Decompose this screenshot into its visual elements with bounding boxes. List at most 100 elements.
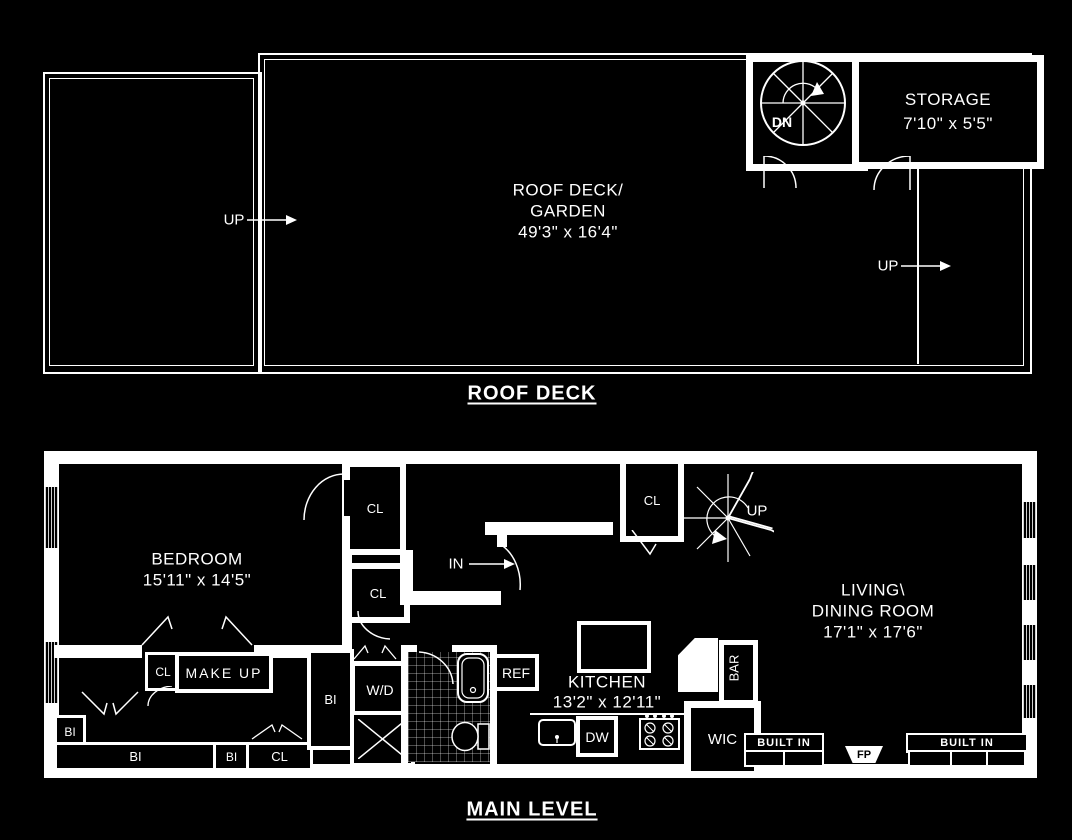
door-swing-icon xyxy=(147,686,173,707)
make-up-label: MAKE UP xyxy=(185,664,263,681)
kitchen-room-dims: 13'2" x 12'11" xyxy=(552,692,662,712)
roof-deck-room-label-1: ROOF DECK/ xyxy=(512,180,624,200)
door-swing-icon xyxy=(418,651,454,685)
closet-label: CL xyxy=(271,749,288,764)
window xyxy=(1023,685,1036,718)
counter-edge xyxy=(530,713,685,715)
make-up-counter: MAKE UP xyxy=(175,652,273,693)
cabinet-cell xyxy=(783,750,824,767)
spiral-stair-icon xyxy=(684,472,774,562)
entry-arrow-icon xyxy=(469,559,515,569)
storage-room-label: STORAGE xyxy=(904,90,992,109)
kitchen-room-label: KITCHEN xyxy=(567,672,647,692)
cabinet-cell xyxy=(744,750,785,767)
built-in-box: BI xyxy=(213,742,250,771)
cabinet-cell xyxy=(908,750,952,767)
up-arrow-icon xyxy=(247,215,297,225)
living-room-label-2: DINING ROOM xyxy=(811,601,935,621)
closet-door-opening xyxy=(632,524,658,530)
roof-deck-main-parapet-inner xyxy=(264,59,1024,366)
roof-deck-main-parapet-outer xyxy=(258,53,1032,374)
wall xyxy=(485,522,613,535)
spiral-stair-icon xyxy=(760,60,846,146)
bar-counter xyxy=(678,638,718,692)
dishwasher-label: DW xyxy=(585,728,609,745)
entry-label: IN xyxy=(448,555,464,573)
built-in-abbr-label: BI xyxy=(225,749,238,764)
wall xyxy=(401,645,417,652)
wall xyxy=(54,645,142,658)
living-room-label-1: LIVING\ xyxy=(841,580,905,600)
roof-deck-left-parapet-outer xyxy=(43,72,262,374)
built-in-label: BUILT IN xyxy=(757,737,811,749)
roof-deck-left-parapet-inner xyxy=(49,78,254,366)
sink-icon xyxy=(538,719,576,746)
closet-label: CL xyxy=(643,492,661,508)
closet-label: CL xyxy=(366,500,384,516)
door-swing-icon xyxy=(763,156,797,189)
wall xyxy=(452,645,497,652)
built-in-label: BUILT IN xyxy=(940,737,994,749)
roof-stair-door-opening xyxy=(764,149,794,158)
double-door-icon xyxy=(251,724,303,740)
fireplace: FP xyxy=(845,746,883,763)
wall xyxy=(1022,451,1037,778)
cabinet-cell xyxy=(950,750,988,767)
wall xyxy=(490,645,497,764)
door-swing-icon xyxy=(357,611,391,640)
roof-deck-divider-wall xyxy=(917,158,919,364)
closet-label: CL xyxy=(155,664,171,679)
up-arrow-label-right: UP xyxy=(877,257,899,275)
bedroom-room-label: BEDROOM xyxy=(151,549,243,569)
storage-room-dims: 7'10" x 5'5" xyxy=(903,114,993,133)
dishwasher-box: DW xyxy=(576,716,618,757)
door-swing-icon xyxy=(873,156,911,191)
wall xyxy=(44,451,1037,464)
roof-deck-room-dims: 49'3" x 16'4" xyxy=(518,222,618,242)
built-in-box: BI xyxy=(307,649,354,750)
built-in-abbr-label: BI xyxy=(129,749,142,764)
door-swing-icon xyxy=(303,473,344,521)
built-in-abbr-label: BI xyxy=(324,692,337,707)
storage-door-opening xyxy=(870,147,904,156)
x-crossed-icon xyxy=(358,719,407,759)
roof-deck-title: ROOF DECK xyxy=(467,382,597,405)
closet-door-opening xyxy=(358,605,384,611)
closet-box: CL xyxy=(344,461,406,555)
closet-box: CL xyxy=(246,742,313,771)
closet-label: CL xyxy=(369,585,387,601)
fridge-box: REF xyxy=(493,654,539,691)
double-door-icon xyxy=(81,691,139,716)
closet-door-opening xyxy=(344,480,350,516)
fridge-label: REF xyxy=(502,664,530,681)
window xyxy=(1023,625,1036,660)
toilet-icon xyxy=(451,721,490,752)
door-swing-icon xyxy=(499,544,522,591)
window xyxy=(1023,502,1036,538)
double-door-icon xyxy=(141,615,253,646)
wall xyxy=(400,591,501,605)
roof-stair-label: DN xyxy=(771,114,793,130)
main-stair-label: UP xyxy=(746,502,768,520)
main-level-title: MAIN LEVEL xyxy=(466,798,598,821)
wall xyxy=(342,461,352,653)
up-arrow-icon xyxy=(901,261,951,271)
bedroom-room-dims: 15'11" x 14'5" xyxy=(142,570,252,590)
up-arrow-label-left: UP xyxy=(223,211,245,229)
double-door-icon xyxy=(353,644,397,660)
bathtub-icon xyxy=(457,653,489,703)
wall xyxy=(497,535,507,547)
walk-in-closet-label: WIC xyxy=(707,731,738,748)
living-room-dims: 17'1" x 17'6" xyxy=(823,622,923,642)
window xyxy=(45,487,58,548)
kitchen-island xyxy=(577,621,651,673)
stove-icon xyxy=(639,714,680,750)
roof-deck-room-label-2: GARDEN xyxy=(530,201,606,221)
washer-dryer-label: W/D xyxy=(366,682,394,698)
built-in-box: BI xyxy=(54,742,217,771)
wall xyxy=(401,645,408,764)
wall xyxy=(400,550,413,591)
bar-label: BAR xyxy=(726,654,742,682)
cabinet-cell xyxy=(986,750,1026,767)
